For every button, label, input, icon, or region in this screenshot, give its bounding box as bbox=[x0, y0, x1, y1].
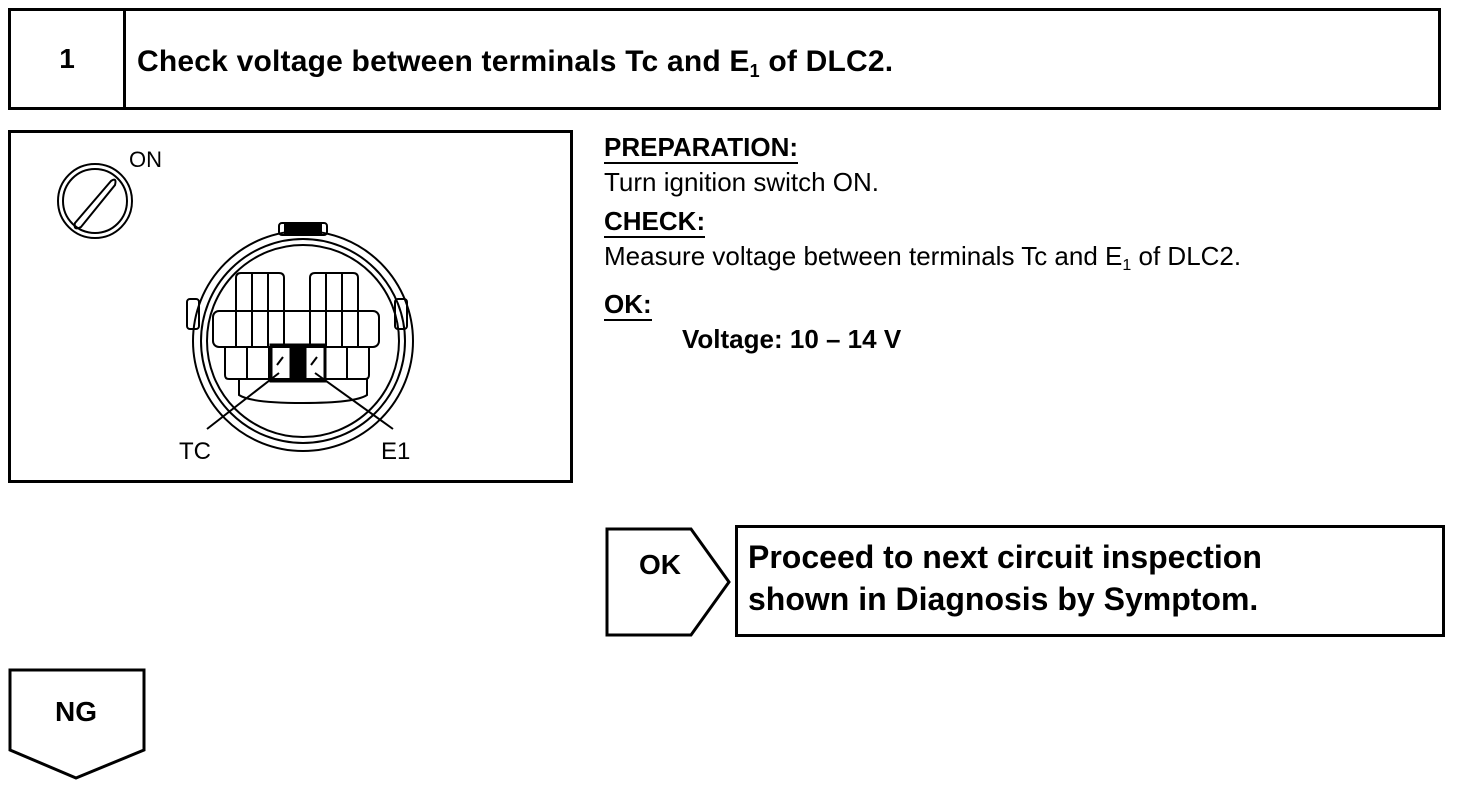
leader-lines bbox=[206, 372, 394, 430]
tc-e1-terminals bbox=[269, 343, 327, 383]
step-title: Check voltage between terminals Tc and E… bbox=[137, 45, 894, 81]
step-number: 1 bbox=[11, 11, 126, 107]
ok-label: OK bbox=[639, 549, 681, 580]
ignition-switch-icon bbox=[57, 163, 133, 239]
preparation-text: Turn ignition switch ON. bbox=[604, 167, 880, 197]
terminal-e1-label: E1 bbox=[381, 438, 410, 465]
step-header: 1 Check voltage between terminals Tc and… bbox=[8, 8, 1441, 110]
ok-result-line1: Proceed to next circuit inspection bbox=[748, 539, 1262, 575]
dlc2-connector-diagram: ON bbox=[57, 147, 414, 465]
terminal-tc-label: TC bbox=[179, 438, 211, 465]
connector-figure: ON bbox=[8, 130, 573, 483]
check-header: CHECK: bbox=[604, 206, 706, 238]
ok-header: OK: bbox=[604, 289, 652, 321]
ng-arrow-icon bbox=[8, 668, 146, 780]
switch-label: ON bbox=[129, 147, 162, 172]
ok-result-box: Proceed to next circuit inspection shown… bbox=[735, 525, 1445, 637]
check-text: Measure voltage between terminals Tc and… bbox=[604, 241, 1242, 274]
ok-arrow-icon bbox=[605, 527, 731, 637]
preparation-header: PREPARATION: bbox=[604, 132, 799, 164]
ok-spec: Voltage: 10 – 14 V bbox=[682, 324, 902, 354]
ng-label: NG bbox=[55, 696, 97, 727]
instructions: PREPARATION: Turn ignition switch ON. CH… bbox=[604, 128, 1444, 359]
dlc2-connector-icon bbox=[186, 222, 414, 452]
ok-result-line2: shown in Diagnosis by Symptom. bbox=[748, 581, 1259, 617]
